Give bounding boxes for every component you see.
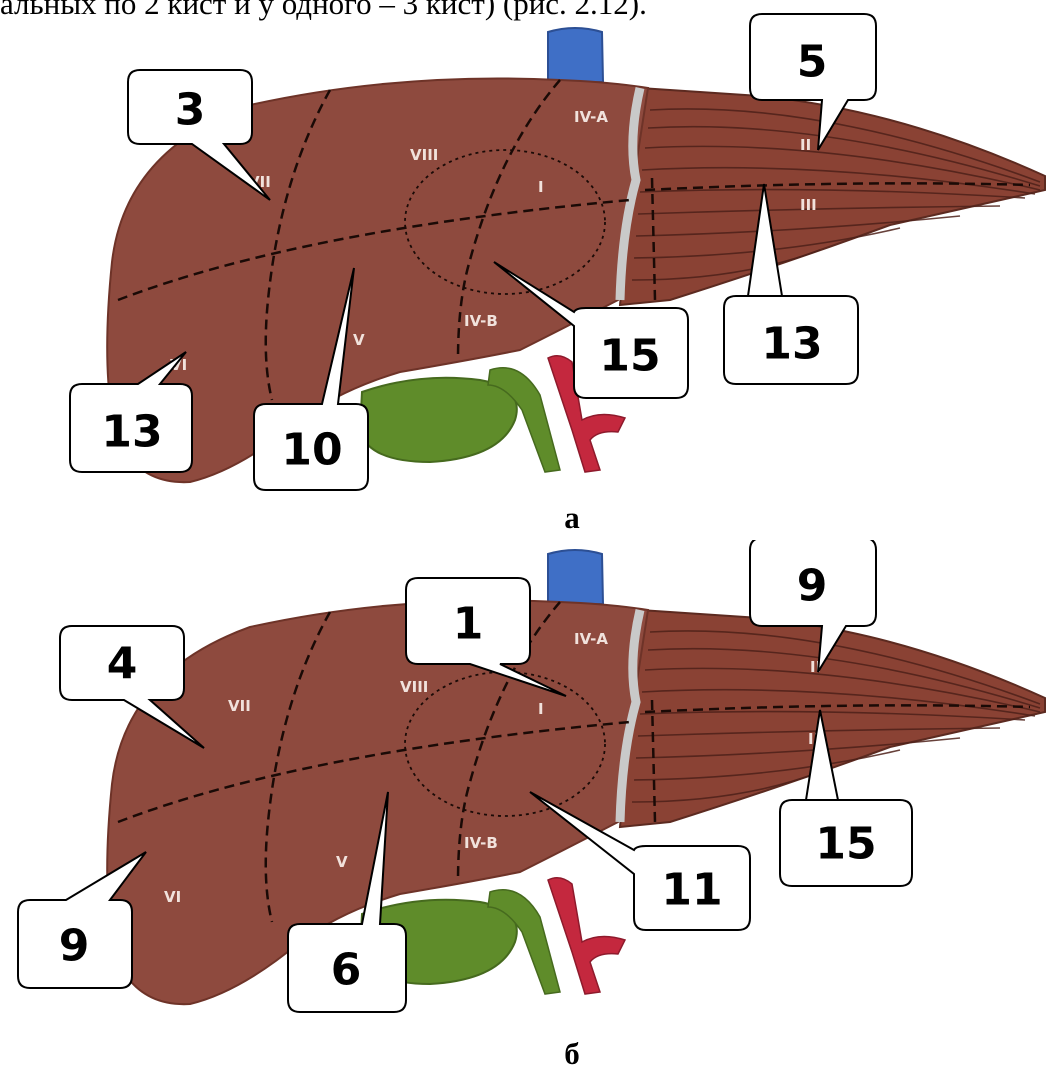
callout-number: 13: [761, 319, 822, 370]
segment-label: II: [800, 136, 811, 154]
segment-label: IV-B: [464, 834, 498, 852]
callout-number: 1: [453, 599, 484, 650]
callout-number: 9: [797, 561, 828, 612]
vena-cava: [548, 28, 603, 82]
segment-label: VI: [164, 888, 181, 906]
segment-label: IV-A: [574, 108, 608, 126]
callout-number: 11: [661, 865, 722, 916]
segment-label: V: [353, 331, 365, 349]
callout-number: 15: [599, 331, 660, 382]
figure-b: VII VIII IV-A I V VI IV-B II III 1 9 4 9…: [0, 540, 1046, 1040]
figure-a: VII VIII IV-A I V VI IV-B II III 3 5 13 …: [0, 0, 1046, 500]
callout-number: 10: [281, 425, 342, 476]
callout: 9: [18, 852, 146, 988]
hepatic-artery: [548, 878, 625, 994]
liver-diagram-a: VII VIII IV-A I V VI IV-B II III 3 5 13 …: [0, 0, 1046, 500]
callout-number: 6: [331, 945, 362, 996]
callout-number: 3: [175, 85, 206, 136]
segment-label: VIII: [400, 678, 428, 696]
segment-label: VIII: [410, 146, 438, 164]
gallbladder: [360, 378, 517, 462]
segment-label: IV-A: [574, 630, 608, 648]
segment-label: IV-B: [464, 312, 498, 330]
figure-a-caption: а: [552, 500, 592, 536]
vena-cava: [548, 550, 603, 604]
liver-diagram-b: VII VIII IV-A I V VI IV-B II III 1 9 4 9…: [0, 540, 1046, 1040]
figure-b-caption: б: [552, 1036, 592, 1072]
segment-label: I: [538, 178, 544, 196]
segment-label: VII: [228, 697, 251, 715]
segment-label: I: [538, 700, 544, 718]
segment-label: V: [336, 853, 348, 871]
segment-label: III: [800, 196, 817, 214]
callout-number: 4: [107, 639, 138, 690]
callout-number: 9: [59, 921, 90, 972]
callout-number: 15: [815, 819, 876, 870]
callout-number: 5: [797, 37, 828, 88]
callout-number: 13: [101, 407, 162, 458]
